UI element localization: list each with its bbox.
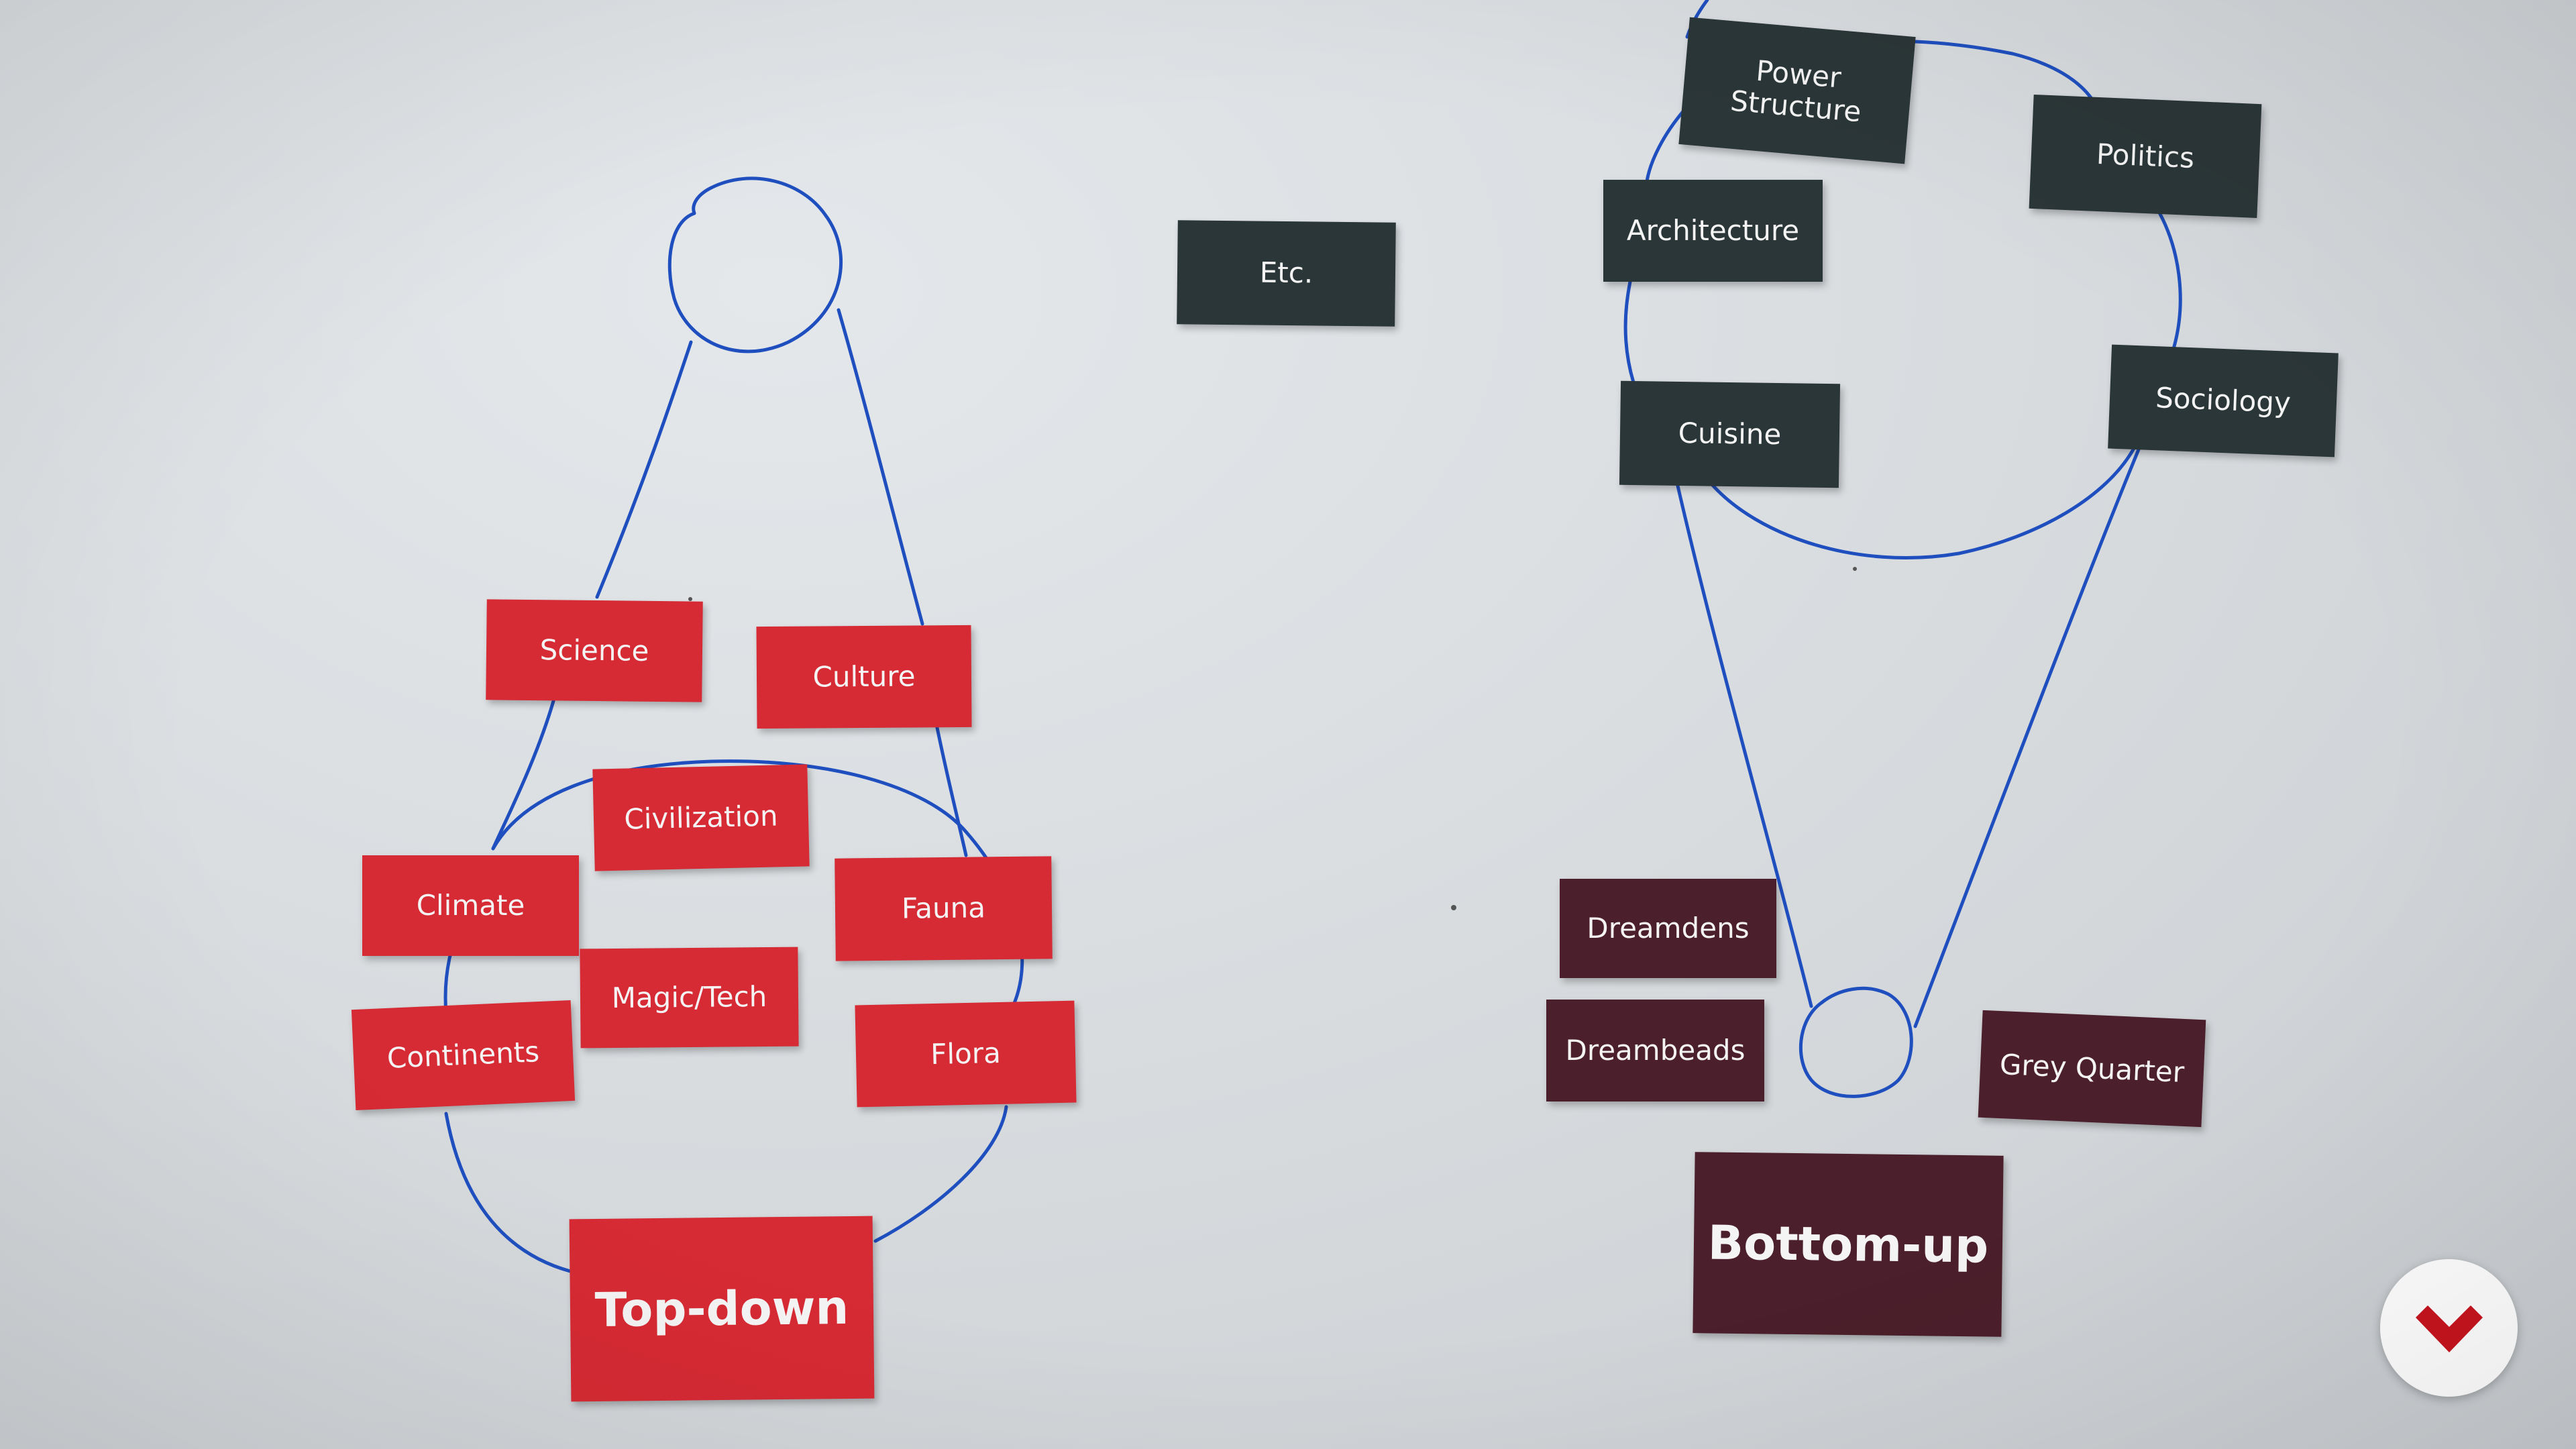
pin-mark (688, 597, 692, 601)
card-top-down-title: Top-down (569, 1216, 875, 1402)
card-label: Power Structure (1729, 54, 1863, 129)
card-label: Dreambeads (1565, 1033, 1746, 1067)
card-etc: Etc. (1177, 220, 1396, 327)
card-label: Architecture (1626, 213, 1800, 247)
pin-mark (1451, 905, 1456, 910)
card-science: Science (486, 599, 703, 702)
card-label: Fauna (901, 891, 986, 925)
bottom-up-apex-circle (1799, 986, 1913, 1098)
top-down-apex-circle (667, 176, 843, 354)
card-label: Cuisine (1678, 417, 1782, 451)
card-architecture: Architecture (1603, 180, 1823, 282)
logo-badge (2380, 1259, 2518, 1397)
card-label: Politics (2096, 137, 2195, 174)
card-label: Culture (812, 659, 916, 694)
top-down-right-line-lower (934, 719, 968, 857)
card-culture: Culture (756, 625, 972, 729)
top-down-base-oval (443, 759, 1024, 1273)
card-label: Etc. (1259, 256, 1313, 290)
card-label: Sociology (2155, 381, 2292, 420)
card-climate: Climate (362, 855, 579, 956)
top-down-left-line-lower (491, 699, 555, 851)
card-label: Grey Quarter (1998, 1047, 2186, 1089)
card-politics: Politics (2029, 94, 2262, 219)
card-label: Flora (930, 1036, 1002, 1071)
card-label: Science (539, 633, 649, 667)
bottom-up-left-line (1675, 481, 1813, 1008)
top-down-right-line (837, 308, 924, 626)
card-fauna: Fauna (835, 856, 1053, 961)
pin-mark (1853, 567, 1857, 571)
card-label: Continents (386, 1034, 541, 1075)
card-continents: Continents (351, 1000, 576, 1111)
card-sociology: Sociology (2108, 344, 2339, 458)
card-dreamdens: Dreamdens (1560, 879, 1776, 978)
card-power-structure: Power Structure (1678, 17, 1916, 164)
top-down-left-line (595, 340, 693, 599)
card-grey-quarter: Grey Quarter (1978, 1010, 2206, 1128)
card-magic-tech: Magic/Tech (580, 947, 799, 1049)
card-dreambeads: Dreambeads (1546, 1000, 1764, 1102)
card-cuisine: Cuisine (1619, 380, 1841, 488)
card-title: Top-down (594, 1279, 849, 1338)
chevron-heart-icon (2415, 1305, 2483, 1352)
card-label: Dreamdens (1587, 911, 1750, 945)
card-label: Climate (416, 888, 525, 922)
card-flora: Flora (855, 1000, 1077, 1108)
bottom-up-right-line (1913, 447, 2141, 1028)
card-label: Magic/Tech (611, 979, 767, 1014)
card-civilization: Civilization (592, 764, 810, 871)
card-title: Bottom-up (1707, 1215, 1989, 1274)
card-label: Civilization (623, 799, 779, 836)
card-bottom-up-title: Bottom-up (1693, 1152, 2004, 1337)
